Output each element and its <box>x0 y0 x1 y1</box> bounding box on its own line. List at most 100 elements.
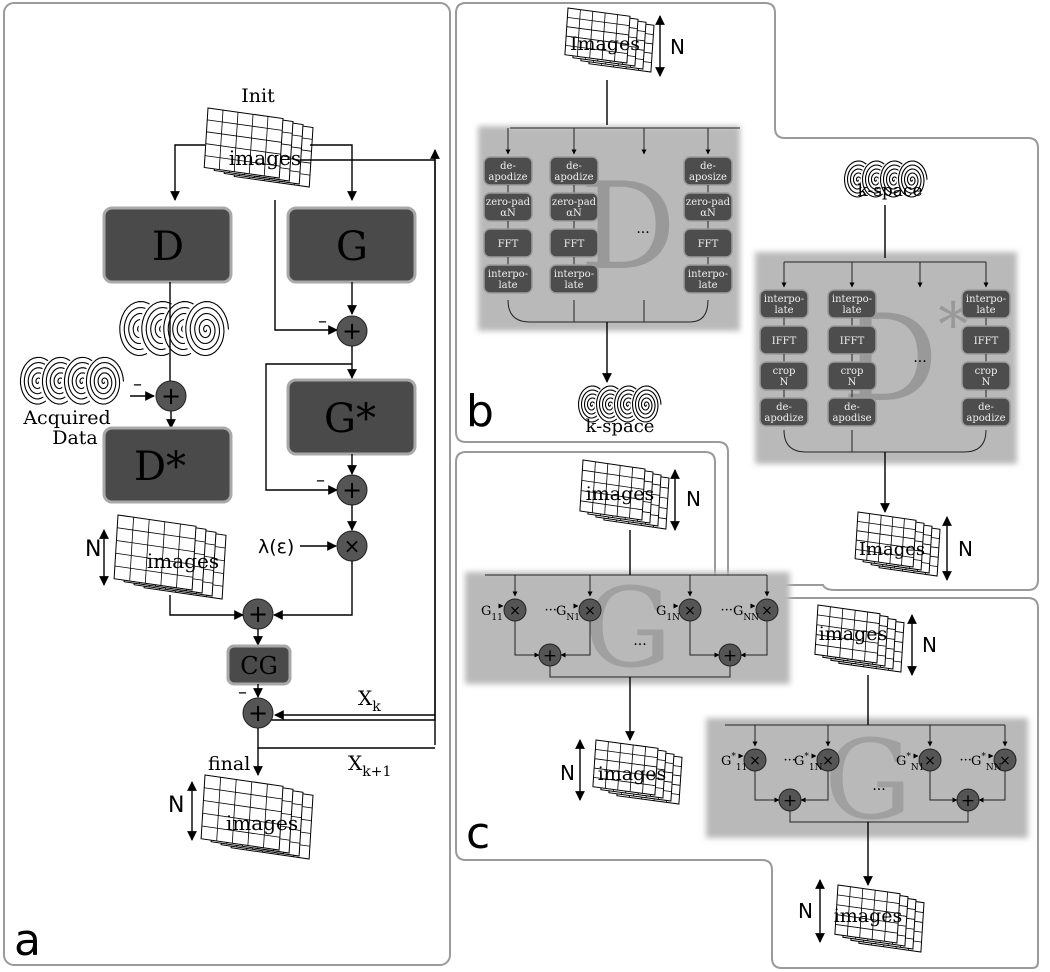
b-merge <box>507 299 709 323</box>
b-bottom-kspace-label: k-space <box>586 416 655 437</box>
CG-label: CG <box>240 652 278 680</box>
kspace-spiral <box>631 385 662 423</box>
b-top-images-label: Images <box>570 33 640 55</box>
b-dstar-operation-columns: interpo-lateIFFTcropNde-apodizeinterpo-l… <box>759 205 1011 513</box>
operation-label: IFFT <box>840 336 865 347</box>
c-g-label: G*11 <box>721 752 747 773</box>
image-grid-line <box>582 469 645 480</box>
c-gstar-top-images-grid <box>814 604 905 673</box>
panel-c-border <box>455 451 1039 969</box>
acquired-label-line1: Acquired <box>22 407 110 429</box>
image-grid-line <box>601 12 606 60</box>
times-sign-a: × <box>344 534 361 558</box>
image-grid-line <box>203 800 282 813</box>
b-dstar-images-label: Images <box>859 539 925 560</box>
xk-label: Xk <box>358 686 381 715</box>
plus-sign-a2: + <box>342 317 362 345</box>
image-grid-line <box>594 767 657 777</box>
image-grid-line <box>566 35 629 45</box>
operation-label: apodise <box>832 413 871 424</box>
c-sum-in <box>560 621 591 658</box>
operation-label: de- <box>844 402 860 413</box>
image-grid-line <box>594 758 657 768</box>
operation-label: αN <box>566 208 582 219</box>
image-grid-line <box>859 888 864 938</box>
image-grid-line <box>204 787 283 800</box>
c-ellipsis: ··· <box>784 753 796 768</box>
operation-label: late <box>698 280 717 291</box>
operation-label: apodize <box>966 413 1005 424</box>
image-grid-line <box>871 890 876 940</box>
c-G-watermark: G <box>584 564 672 692</box>
plus-sign-a5: + <box>248 699 268 727</box>
image-grid-line <box>115 552 194 565</box>
operation-label: late <box>498 280 517 291</box>
operation-label: apodize <box>554 172 593 183</box>
c-top-images-label: images <box>586 483 655 505</box>
image-grid-line <box>595 748 658 758</box>
image-grid-line <box>604 463 609 515</box>
b-top-N-label: N <box>670 35 685 59</box>
b-merge-mid <box>573 300 645 322</box>
image-grid-line <box>263 783 268 848</box>
final-images-grid <box>200 774 314 860</box>
panel-a-label: a <box>14 915 41 966</box>
image-grid-line <box>144 519 150 584</box>
c-times-sign: × <box>749 753 761 769</box>
panel-b-label: b <box>466 386 494 437</box>
minus-sign-a2: – <box>318 311 327 332</box>
acquired-label-line2: Data <box>52 427 98 449</box>
panel-b: Images N D ... de-apodizezero-padαNFFTin… <box>466 7 1017 581</box>
image-grid-line <box>901 518 905 566</box>
wire-bypass-Gstar <box>265 363 352 495</box>
panel-b-border <box>455 2 1039 591</box>
c-sum-in <box>754 771 780 803</box>
c-g-label: G11 <box>481 604 503 623</box>
image-grid-line <box>202 812 281 825</box>
image-grid-line <box>839 608 844 658</box>
c-ellipsis: ··· <box>960 753 972 768</box>
image-grid-line <box>206 131 282 143</box>
b-ellipsis: ... <box>636 221 649 237</box>
b-dstar-N-label: N <box>958 537 973 561</box>
operation-label: late <box>564 280 583 291</box>
kspace-spirals <box>116 299 230 361</box>
image-grid-line <box>815 644 878 654</box>
b-operation-columns: de-apodizezero-padαNFFTinterpo-latede-ap… <box>483 80 740 383</box>
D-operator-label: D <box>152 224 184 270</box>
c-Gstar-background <box>706 718 1028 838</box>
b-dstar-ellipsis: ... <box>913 350 926 366</box>
image-grid-line <box>857 520 916 530</box>
plus-sign-a4: + <box>248 600 268 628</box>
image-grid-line <box>201 825 280 838</box>
image-sheet <box>200 774 284 851</box>
c-times-sign: × <box>999 753 1011 769</box>
operation-label: apodize <box>764 413 803 424</box>
operation-label: crop <box>975 366 998 377</box>
image-grid-line <box>204 155 281 167</box>
image-grid-line <box>616 465 621 517</box>
kspace-spiral <box>185 301 230 357</box>
image-grid-line <box>816 634 879 644</box>
image-grid-line <box>207 119 283 131</box>
image-grid-line <box>604 741 609 789</box>
image-grid-line <box>889 516 894 564</box>
image-grid-line <box>263 116 269 176</box>
image-sheet <box>592 739 659 796</box>
lambda-label: λ(ε) <box>258 536 294 558</box>
operation-label: αN <box>500 208 516 219</box>
operation-label: de- <box>500 161 516 172</box>
operation-label: late <box>976 305 995 316</box>
operation-label: aposize <box>689 172 727 183</box>
image-grid-line <box>836 914 899 924</box>
b-top-images-grid <box>564 7 655 73</box>
image-grid-line <box>576 9 581 57</box>
image-grid-line <box>851 610 856 660</box>
image-grid-line <box>589 11 594 59</box>
image-grid-line <box>205 143 281 155</box>
c-gstar-top-N-label: N <box>922 633 937 657</box>
panel-c-label: c <box>466 808 490 859</box>
image-grid-line <box>836 904 899 914</box>
kspace-spiral <box>577 385 608 423</box>
image-sheet <box>113 514 197 591</box>
